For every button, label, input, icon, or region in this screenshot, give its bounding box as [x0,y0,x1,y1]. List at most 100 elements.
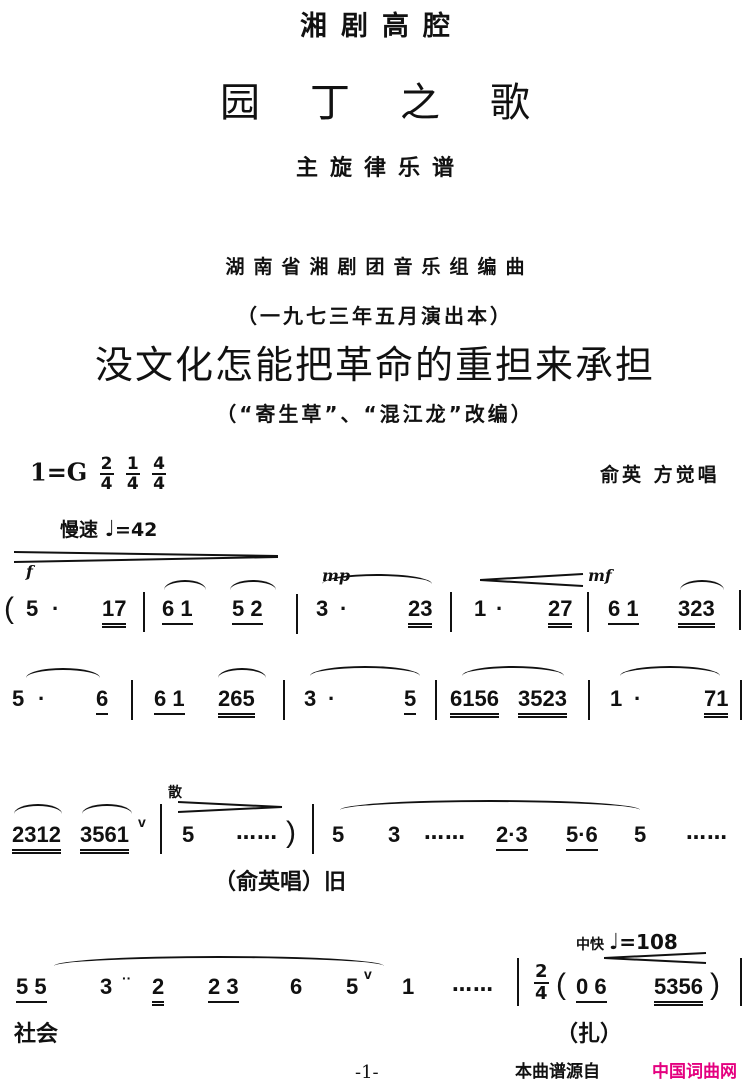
barline [283,680,285,720]
note: 5 2 [232,596,263,625]
dot: · [634,686,642,711]
crescendo-hairpin [480,573,584,587]
dynamic-f: f [26,562,33,581]
slur [462,666,564,676]
source-label: 本曲谱源自 [515,1062,600,1082]
quarter-note-icon: ♩ [104,517,116,542]
slur [340,800,640,810]
slur [680,580,724,590]
slur [230,580,276,590]
note: 3523 [518,686,567,718]
key-label: 1=G [30,457,88,487]
decrescendo-hairpin [604,952,707,964]
barline [740,958,742,1006]
barline [296,594,298,634]
note: 6 [96,686,109,715]
barline [588,680,590,720]
dot: · [38,686,46,711]
decrescendo-hairpin [178,801,283,813]
fermata-dots: …… [424,820,466,844]
open-paren: ( [556,968,566,1001]
note: 6156 [450,686,499,718]
barline [160,804,162,854]
source-site-link[interactable]: 中国词曲网 [652,1062,737,1082]
breath-mark: v [138,814,146,830]
slur [322,574,432,584]
dot: · [496,596,504,621]
score-row-3: 2312 3561 v 5 …… ) 5 3 …… 2·3 5·6 5 …… [0,800,750,876]
note: 5 [332,822,345,847]
page-number: -1- [355,1062,379,1083]
free-tempo-marking: 散 [168,785,182,801]
note: 6 1 [608,596,639,625]
slur [218,668,266,678]
lyric-line-4-right: （扎） [556,1022,623,1047]
barline [131,680,133,720]
note: 5 [182,822,195,847]
dot: · [328,686,336,711]
barline [740,680,742,720]
note: 23 [408,596,433,628]
tempo-marking-medium-fast: 中快 ♩=108 [576,930,678,955]
singers-credit: 俞英 方觉唱 [600,464,720,486]
double-dot: ·· [122,970,132,986]
note: 5 [634,822,647,847]
note: 71 [704,686,729,718]
note: 17 [102,596,127,628]
note: 5 [12,686,25,711]
open-paren: ( [4,592,14,625]
song-title: 没文化怎能把革命的重担来承担 [94,343,655,387]
note: 2 [152,974,165,1006]
note: 6 1 [154,686,185,715]
score-subtitle: 主旋律乐谱 [295,156,466,181]
barline [587,592,589,632]
note: 2312 [12,822,61,854]
opera-type-heading: 湘剧高腔 [300,11,464,42]
slur [14,804,62,814]
note: 3 [100,974,113,999]
note: 5·6 [566,822,598,851]
fermata-dots: …… [236,820,278,844]
slur [164,580,206,590]
performance-edition: （一九七三年五月演出本） [237,304,513,328]
barline [517,958,519,1006]
note: 5 [346,974,359,999]
dot: · [52,596,60,621]
decrescendo-hairpin [14,551,279,563]
fermata-dots: …… [452,972,494,996]
note: 323 [678,596,715,628]
barline [312,804,314,854]
note: 2·3 [496,822,528,851]
close-paren: ) [710,968,720,1001]
quarter-note-icon: ♩ [608,930,620,955]
note: 5356 [654,974,703,1006]
note: 27 [548,596,573,628]
note: 6 [290,974,303,999]
note: 0 6 [576,974,607,1003]
lyric-line-3: （俞英唱）旧 [214,870,347,895]
note: 5 [404,686,417,715]
note: 3561 [80,822,129,854]
note: 1 [402,974,415,999]
barline [143,592,145,632]
note: 5 [26,596,39,621]
dynamic-mf: mf [588,566,612,585]
barline [450,592,452,632]
adaptation-note: （“寄生草”、“混江龙”改编） [216,402,534,426]
note: 5 5 [16,974,47,1003]
breath-mark: v [364,966,372,982]
arranger-credit: 湖南省湘剧团音乐组编曲 [225,256,534,278]
note: 3 [316,596,329,621]
barline [739,590,741,630]
close-paren: ) [286,816,296,849]
note: 1 [610,686,623,711]
slur [54,956,384,966]
note: 6 1 [162,596,193,625]
slur [310,666,420,676]
